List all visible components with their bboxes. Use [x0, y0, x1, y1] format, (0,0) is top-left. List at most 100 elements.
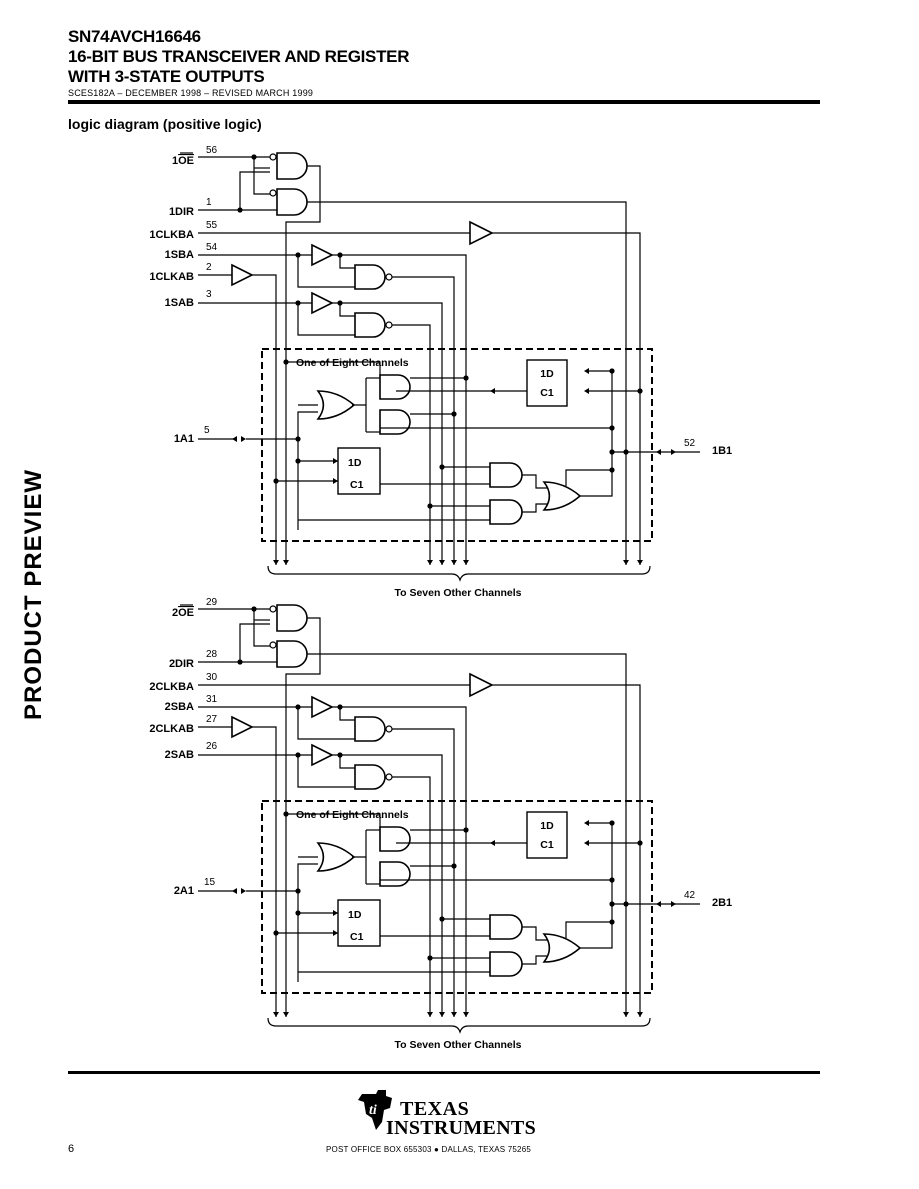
pin-sba: 54: [206, 242, 218, 253]
clkba-buffer: [469, 672, 494, 698]
junction-dot: [439, 916, 445, 922]
a-out-and-2: [379, 861, 411, 887]
sab-and-gate: [354, 764, 386, 790]
wire: [352, 830, 367, 858]
junction-dot: [609, 449, 615, 455]
wire: [522, 926, 548, 941]
pin-clkab: 27: [206, 714, 218, 725]
pin-clkab: 2: [206, 262, 212, 273]
arrow-left-icon: [656, 449, 661, 455]
wire: [285, 165, 321, 565]
oe-and-gate-2: [276, 188, 308, 216]
b-reg-c-label: C1: [540, 387, 554, 399]
junction-dot: [609, 901, 615, 907]
wire: [332, 754, 443, 1017]
signal-b-label: 2B1: [712, 897, 732, 909]
arrow-right-icon: [273, 1012, 279, 1017]
channel-label: One of Eight Channels: [296, 357, 409, 369]
b-out-and-2: [489, 951, 523, 977]
signal-b-label: 1B1: [712, 445, 732, 457]
a-out-or: [316, 842, 356, 872]
wire: [392, 276, 455, 565]
company-address: POST OFFICE BOX 655303 ● DALLAS, TEXAS 7…: [326, 1145, 531, 1154]
sba-and-gate: [354, 716, 386, 742]
channel-box: [261, 348, 653, 542]
arrow-right-icon: [273, 560, 279, 565]
wire: [297, 755, 355, 788]
junction-dot: [637, 388, 643, 394]
inverter-bubble: [269, 189, 277, 197]
junction-dot: [283, 811, 289, 817]
clkba-buffer: [469, 220, 494, 246]
svg-text:ti: ti: [369, 1103, 377, 1118]
title-line-2: WITH 3-STATE OUTPUTS: [68, 67, 265, 86]
junction-dot: [273, 930, 279, 936]
b-reg-d-label: 1D: [540, 820, 554, 832]
arrow-right-icon: [463, 1012, 469, 1017]
wire: [332, 706, 467, 1017]
wire: [339, 755, 355, 769]
arrow-right-icon: [623, 1012, 629, 1017]
junction-dot: [295, 458, 301, 464]
oe-and-gate-2: [276, 640, 308, 668]
wire: [297, 863, 318, 982]
section-title: logic diagram (positive logic): [68, 116, 262, 132]
arrow-left-icon: [490, 388, 495, 394]
b-reg-c-label: C1: [540, 839, 554, 851]
arrow-left-icon: [584, 388, 589, 394]
brand-line-2: INSTRUMENTS: [386, 1117, 536, 1139]
signal-sab-label: 1SAB: [165, 297, 194, 309]
a-register: [337, 447, 381, 495]
arrow-right-icon: [241, 888, 246, 894]
b-register: [526, 359, 568, 407]
signal-clkba-label: 2CLKBA: [149, 681, 194, 693]
signal-clkab-label: 2CLKAB: [149, 723, 194, 735]
a-reg-c-label: C1: [350, 479, 364, 491]
pin-a: 15: [204, 877, 216, 888]
wire: [392, 776, 431, 1017]
wire: [297, 707, 355, 740]
arrow-left-icon: [232, 888, 237, 894]
sba-buffer: [311, 243, 334, 267]
wire: [392, 728, 455, 1017]
junction-dot: [283, 359, 289, 365]
junction-dot: [451, 863, 457, 869]
bottom-label: To Seven Other Channels: [395, 587, 522, 599]
wire: [352, 378, 367, 406]
pin-a: 5: [204, 425, 210, 436]
inverter-bubble: [269, 153, 277, 161]
b-out-or: [542, 933, 582, 963]
signal-clkab-label: 1CLKAB: [149, 271, 194, 283]
inverter-bubble: [385, 773, 393, 781]
wire: [285, 617, 321, 1017]
wire: [297, 411, 318, 530]
arrow-left-icon: [584, 840, 589, 846]
arrow-left-icon: [584, 820, 589, 826]
sba-buffer: [311, 695, 334, 719]
signal-sba-label: 2SBA: [165, 701, 194, 713]
arrow-right-icon: [451, 560, 457, 565]
part-number: SN74AVCH16646: [68, 27, 201, 46]
junction-dot: [427, 503, 433, 509]
wire: [339, 303, 355, 317]
arrow-right-icon: [451, 1012, 457, 1017]
junction-dot: [637, 840, 643, 846]
wire: [286, 813, 381, 828]
inverter-bubble: [269, 605, 277, 613]
pin-clkba: 30: [206, 672, 218, 683]
wire: [252, 726, 277, 1017]
pin-sab: 26: [206, 741, 218, 752]
wire: [307, 653, 627, 1017]
arrow-right-icon: [427, 560, 433, 565]
pin-oe: 29: [206, 597, 218, 608]
a-register: [337, 899, 381, 947]
pin-sba: 31: [206, 694, 218, 705]
wire: [239, 623, 270, 662]
a-out-or: [316, 390, 356, 420]
pin-oe: 56: [206, 145, 218, 156]
junction-dot: [623, 901, 629, 907]
b-register: [526, 811, 568, 859]
sab-buffer: [311, 743, 334, 767]
junction-dot: [295, 910, 301, 916]
a-reg-d-label: 1D: [348, 457, 362, 469]
